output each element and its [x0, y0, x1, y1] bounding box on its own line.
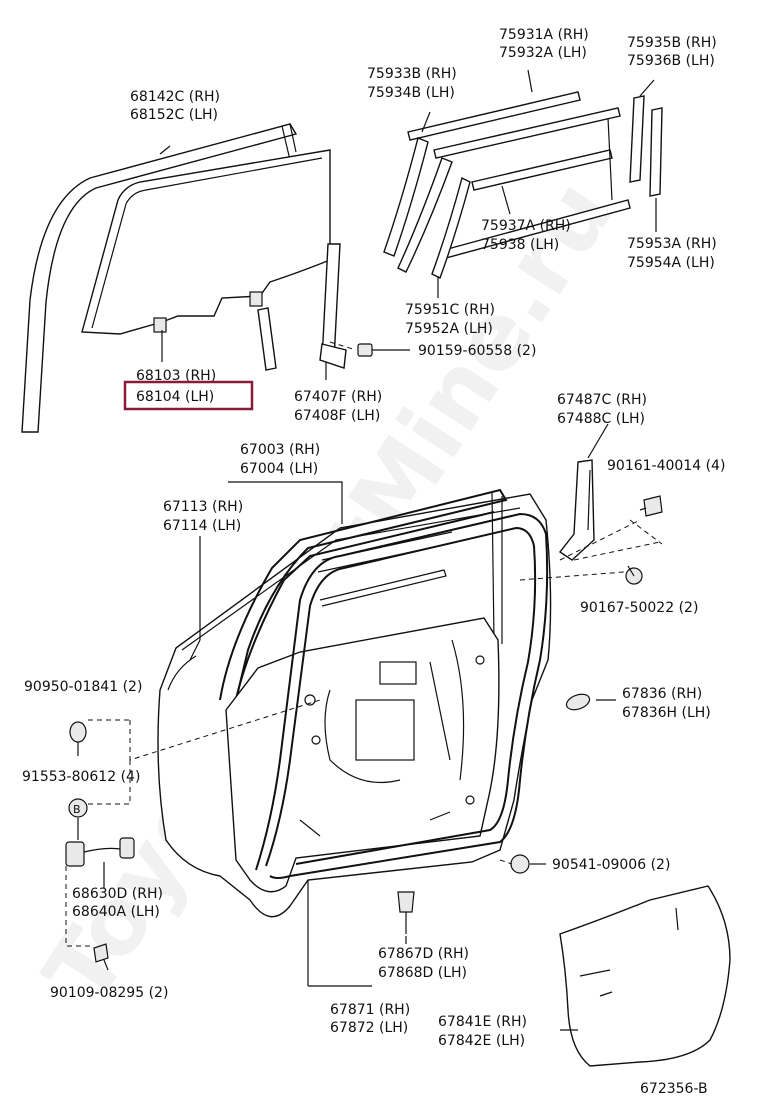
label-67841e: 67841E (RH)	[438, 1014, 527, 1030]
rear-guide	[558, 459, 595, 561]
label-75933b: 75933B (RH)	[367, 66, 457, 82]
bolt-90161	[639, 495, 663, 517]
bolt-letter: B	[73, 803, 81, 816]
service-hole-cover	[559, 885, 731, 1067]
inner-panel	[225, 531, 500, 893]
label-75935b: 75935B (RH)	[627, 35, 717, 51]
outer-weatherstrip	[431, 176, 471, 279]
label-75952a: 75952A (LH)	[405, 321, 493, 337]
label-90161: 90161-40014 (4)	[607, 458, 725, 474]
label-90950: 90950-01841 (2)	[24, 679, 142, 695]
highlight-box-68104	[123, 380, 254, 411]
bolt-90109	[93, 943, 109, 971]
label-75937a: 75937A (RH)	[481, 218, 571, 234]
clip-90159	[357, 343, 410, 357]
label-67487c: 67487C (RH)	[557, 392, 647, 408]
label-67872: 67872 (LH)	[330, 1020, 408, 1036]
door-frame	[219, 488, 508, 709]
label-68630d: 68630D (RH)	[72, 886, 163, 902]
glass-run-channel	[21, 123, 298, 433]
label-75951c: 75951C (RH)	[405, 302, 495, 318]
door-check	[65, 837, 135, 867]
label-67113: 67113 (RH)	[163, 499, 243, 515]
plug-90950	[69, 721, 87, 743]
label-67871: 67871 (RH)	[330, 1002, 410, 1018]
clip-67867d	[397, 891, 415, 934]
label-75934b: 75934B (LH)	[367, 85, 455, 101]
bolt-90167	[625, 565, 643, 585]
door-weatherstrip	[255, 512, 549, 879]
grommet-67836	[565, 693, 591, 711]
label-75936b: 75936B (LH)	[627, 53, 715, 69]
label-67836: 67836 (RH)	[622, 686, 702, 702]
label-67836h: 67836H (LH)	[622, 705, 711, 721]
diagram-code: 672356-B	[640, 1081, 708, 1097]
label-67114: 67114 (LH)	[163, 518, 241, 534]
label-90159: 90159-60558 (2)	[418, 343, 536, 359]
dashed-lines	[65, 341, 663, 947]
label-67842e: 67842E (LH)	[438, 1033, 525, 1049]
label-67488c: 67488C (LH)	[557, 411, 645, 427]
pillar-moulding	[629, 95, 663, 197]
part-labels: 68142C (RH) 68152C (LH) 68103 (RH) 68104…	[22, 27, 725, 1097]
door-glass	[81, 149, 331, 335]
label-68142c: 68142C (RH)	[130, 89, 220, 105]
division-bar	[257, 243, 347, 371]
label-90541: 90541-09006 (2)	[552, 857, 670, 873]
label-67003: 67003 (RH)	[240, 442, 320, 458]
leader-lines	[77, 69, 657, 1031]
label-75954a: 75954A (LH)	[627, 255, 715, 271]
label-67407f: 67407F (RH)	[294, 389, 382, 405]
label-68103: 68103 (RH)	[136, 368, 216, 384]
label-75932a: 75932A (LH)	[499, 45, 587, 61]
nut-90541	[510, 854, 530, 874]
label-68640a: 68640A (LH)	[72, 904, 160, 920]
label-68104[interactable]: 68104 (LH)	[136, 389, 214, 405]
label-75931a: 75931A (RH)	[499, 27, 589, 43]
label-67408f: 67408F (LH)	[294, 408, 380, 424]
label-67867d: 67867D (RH)	[378, 946, 469, 962]
label-75938: 75938 (LH)	[481, 237, 559, 253]
label-75953a: 75953A (RH)	[627, 236, 717, 252]
label-68152c: 68152C (LH)	[130, 107, 218, 123]
label-90167: 90167-50022 (2)	[580, 600, 698, 616]
bolt-91553: B	[68, 798, 88, 818]
label-67004: 67004 (LH)	[240, 461, 318, 477]
label-91553: 91553-80612 (4)	[22, 769, 140, 785]
belt-moulding-upper	[383, 91, 621, 273]
label-67868d: 67868D (LH)	[378, 965, 467, 981]
label-90109: 90109-08295 (2)	[50, 985, 168, 1001]
